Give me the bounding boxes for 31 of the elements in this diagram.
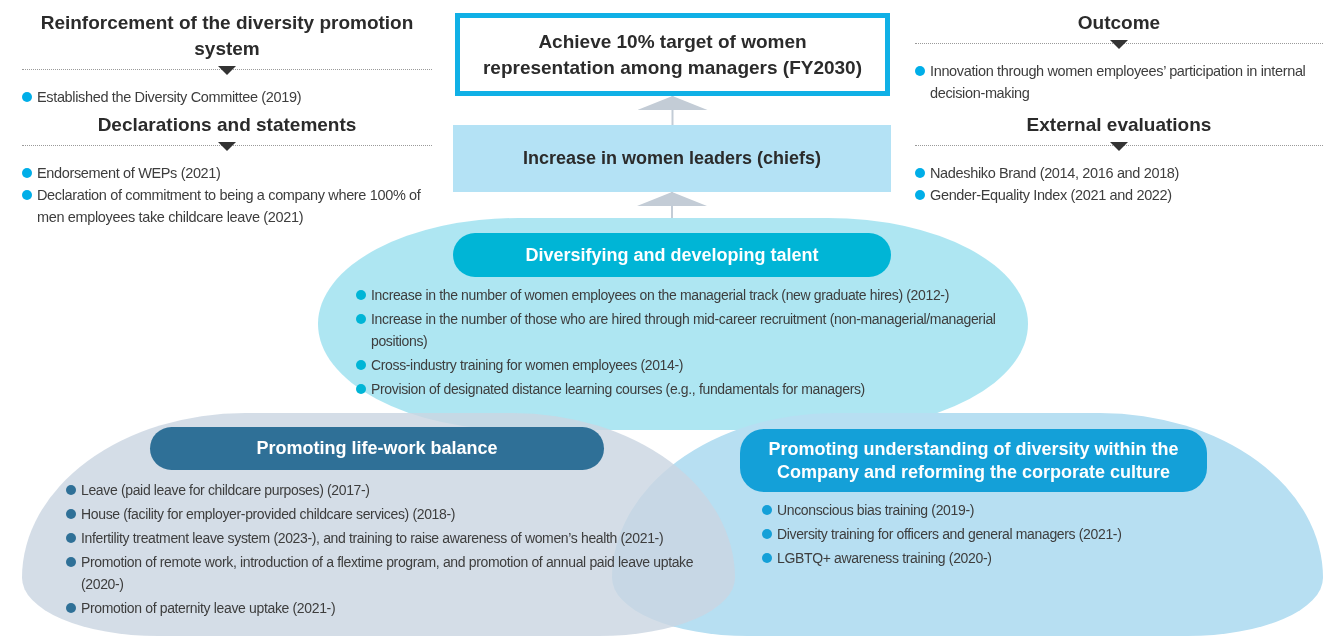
bullet-item: Infertility treatment leave system (2023-), and training to raise awareness of women’s health (2021-) <box>66 527 726 549</box>
bullet-item: Gender-Equality Index (2021 and 2022) <box>915 184 1323 206</box>
bullet-item: LGBTQ+ awareness training (2020-) <box>762 547 1282 569</box>
bullet-item: Increase in the number of those who are hired through mid-career recruitment (non-managerial/managerial positions) <box>356 308 1021 352</box>
heading-pill: Diversifying and developing talent <box>453 233 891 277</box>
bullet-item: Nadeshiko Brand (2014, 2016 and 2018) <box>915 162 1323 184</box>
bullet-item: House (facility for employer-provided childcare services) (2018-) <box>66 503 726 525</box>
section-heading: Outcome <box>1076 11 1162 35</box>
bullet-item: Unconscious bias training (2019-) <box>762 499 1282 521</box>
bullet-item: Leave (paid leave for childcare purposes) (2017-) <box>66 479 726 501</box>
step-text: Increase in women leaders (chiefs) <box>522 148 822 169</box>
arrow <box>637 191 707 219</box>
bullet-item: Endorsement of WEPs (2021) <box>22 162 432 184</box>
section-heading: Declarations and statements <box>96 113 358 137</box>
bullet-item: Innovation through women employees’ participation in internal decision-making <box>915 60 1323 104</box>
bullet-item: Provision of designated distance learning courses (e.g., fundamentals for managers) <box>356 378 1021 400</box>
section-heading: Reinforcement of the diversity promotion system <box>39 11 415 61</box>
heading-pill: Promoting understanding of diversity within the Company and reforming the corporate culture <box>740 429 1207 492</box>
goal-box <box>455 13 890 96</box>
bullet-item: Declaration of commitment to being a company where 100% of men employees take childcare leave (2021) <box>22 184 432 228</box>
section-heading: External evaluations <box>1025 113 1213 137</box>
bullet-item: Diversity training for officers and general managers (2021-) <box>762 523 1282 545</box>
bullet-item: Increase in the number of women employees on the managerial track (new graduate hires) (2012-) <box>356 284 1021 306</box>
bullet-item: Promotion of remote work, introduction of a flextime program, and promotion of annual paid leave uptake (2020-) <box>66 551 726 595</box>
goal-text: Achieve 10% target of women representation among managers (FY2030) <box>481 29 864 80</box>
heading-pill: Promoting life-work balance <box>150 427 604 470</box>
bullet-item: Established the Diversity Committee (2019) <box>22 86 432 108</box>
step-box <box>453 125 891 192</box>
bullet-item: Promotion of paternity leave uptake (2021-) <box>66 597 726 619</box>
bullet-item: Cross-industry training for women employees (2014-) <box>356 354 1021 376</box>
arrow <box>637 95 708 126</box>
